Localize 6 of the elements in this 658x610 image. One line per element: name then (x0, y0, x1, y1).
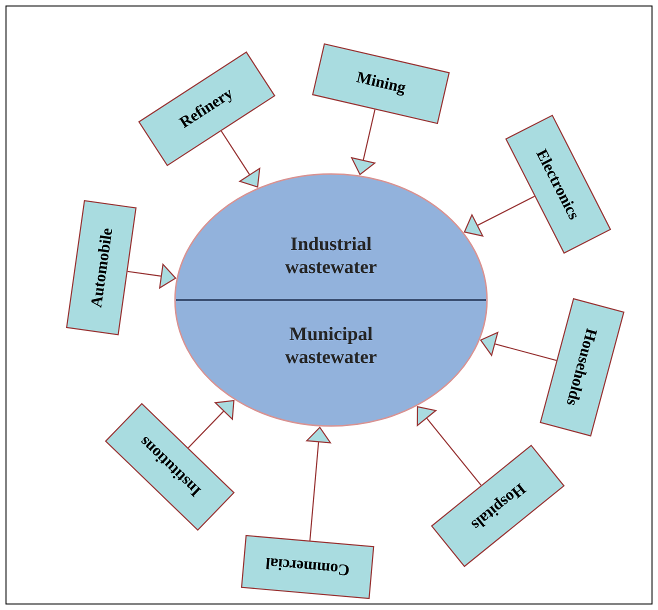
source-box: Automobile (66, 200, 137, 336)
source-box: Mining (312, 43, 450, 124)
arrow (464, 196, 535, 237)
source-box: Commercial (240, 534, 374, 600)
arrow (220, 130, 260, 188)
arrow (416, 406, 482, 486)
